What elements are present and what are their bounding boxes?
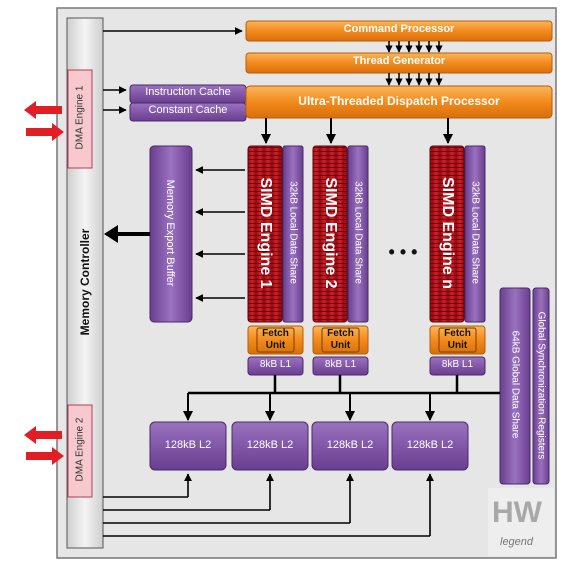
dma-engine-2-block (67, 404, 93, 498)
simd-engine-n-label: SIMD Engine n (439, 177, 456, 289)
l2-block-4 (391, 421, 469, 471)
command-processor-label: Command Processor (343, 23, 455, 35)
dispatch-to-simd-arrows (261, 118, 453, 144)
export-buffer-output-arrow (104, 225, 150, 243)
fetch-unit-n-inner (438, 327, 477, 353)
memory-controller-label: Memory Controller (78, 228, 92, 336)
global-sync-registers-block (532, 287, 550, 485)
fetch-unit-1-inner (256, 327, 295, 353)
mc-to-l2-lines (103, 473, 434, 537)
fetch-unit-n-block (429, 325, 486, 355)
simd-ellipsis: • • • (388, 242, 418, 262)
simd-engine-n-block (429, 145, 465, 323)
simd-engine-2-group (312, 145, 369, 376)
lds-1-label: 32kB Local Data Share (287, 181, 299, 284)
global-sync-registers-label: Global Synchronization Registers (535, 311, 547, 460)
lds-n-label: 32kB Local Data Share (469, 181, 481, 284)
export-buffer-inputs (195, 166, 245, 302)
dma2-external-arrows (24, 426, 64, 465)
l2-3-label: 128kB L2 (326, 439, 374, 451)
dma-engine-1-label: DMA Engine 1 (74, 85, 86, 150)
mc-top-connections (103, 27, 243, 114)
dma1-external-arrows (24, 101, 64, 141)
tg-to-dispatch-arrows (385, 73, 443, 86)
l2-block-3 (311, 421, 389, 471)
global-data-share-block (499, 287, 531, 485)
dma-engine-2-label: DMA Engine 2 (74, 417, 86, 482)
instruction-cache-label: Instruction Cache (145, 86, 231, 98)
simd-engine-2-label: SIMD Engine 2 (322, 177, 339, 289)
simd-engine-1-block (247, 145, 283, 323)
constant-cache-label: Constant Cache (148, 104, 228, 116)
l2-4-label: 128kB L2 (406, 439, 454, 451)
fetch-unit-2-label-line2: Unit (330, 340, 351, 351)
l2-block-2 (231, 421, 309, 471)
fetch-unit-2-block (312, 325, 369, 355)
simd-engine-2-block (312, 145, 348, 323)
lds-2-label: 32kB Local Data Share (352, 181, 364, 284)
l1-1-label: 8kB L1 (259, 359, 292, 370)
watermark-text: legend (500, 536, 534, 548)
l2-block-1 (149, 421, 227, 471)
global-data-share-label: 64kB Global Data Share (509, 330, 521, 439)
fetch-unit-1-label-line2: Unit (265, 340, 286, 351)
l1-bus (188, 375, 500, 395)
watermark-logo: HW (488, 488, 554, 556)
l2-1-label: 128kB L2 (164, 439, 212, 451)
l1-n-label: 8kB L1 (441, 359, 474, 370)
fetch-unit-2-label-line1: Fetch (327, 328, 354, 339)
simd-engine-1-group (247, 145, 304, 376)
cp-to-tg-arrows (385, 41, 443, 53)
fetch-unit-n-label-line1: Fetch (444, 328, 471, 339)
lds-2-block (347, 145, 369, 323)
simd-engine-1-label: SIMD Engine 1 (257, 177, 274, 289)
dispatch-processor-label: Ultra-Threaded Dispatch Processor (298, 94, 500, 108)
thread-generator-label: Thread Generator (352, 55, 446, 67)
svg-text:HW: HW (492, 496, 543, 529)
fetch-unit-1-block (247, 325, 304, 355)
l2-2-label: 128kB L2 (246, 439, 294, 451)
fetch-unit-1-label-line1: Fetch (262, 328, 289, 339)
l1-2-label: 8kB L1 (324, 359, 357, 370)
lds-1-block (282, 145, 304, 323)
lds-n-block (464, 145, 486, 323)
fetch-unit-2-inner (321, 327, 360, 353)
dma-engine-1-block (67, 69, 93, 169)
bus-to-l2-arrows (183, 393, 435, 421)
dispatch-processor-block (245, 85, 553, 119)
memory-export-buffer-label: Memory Export Buffer (164, 179, 176, 287)
fetch-unit-n-label-line2: Unit (447, 340, 468, 351)
